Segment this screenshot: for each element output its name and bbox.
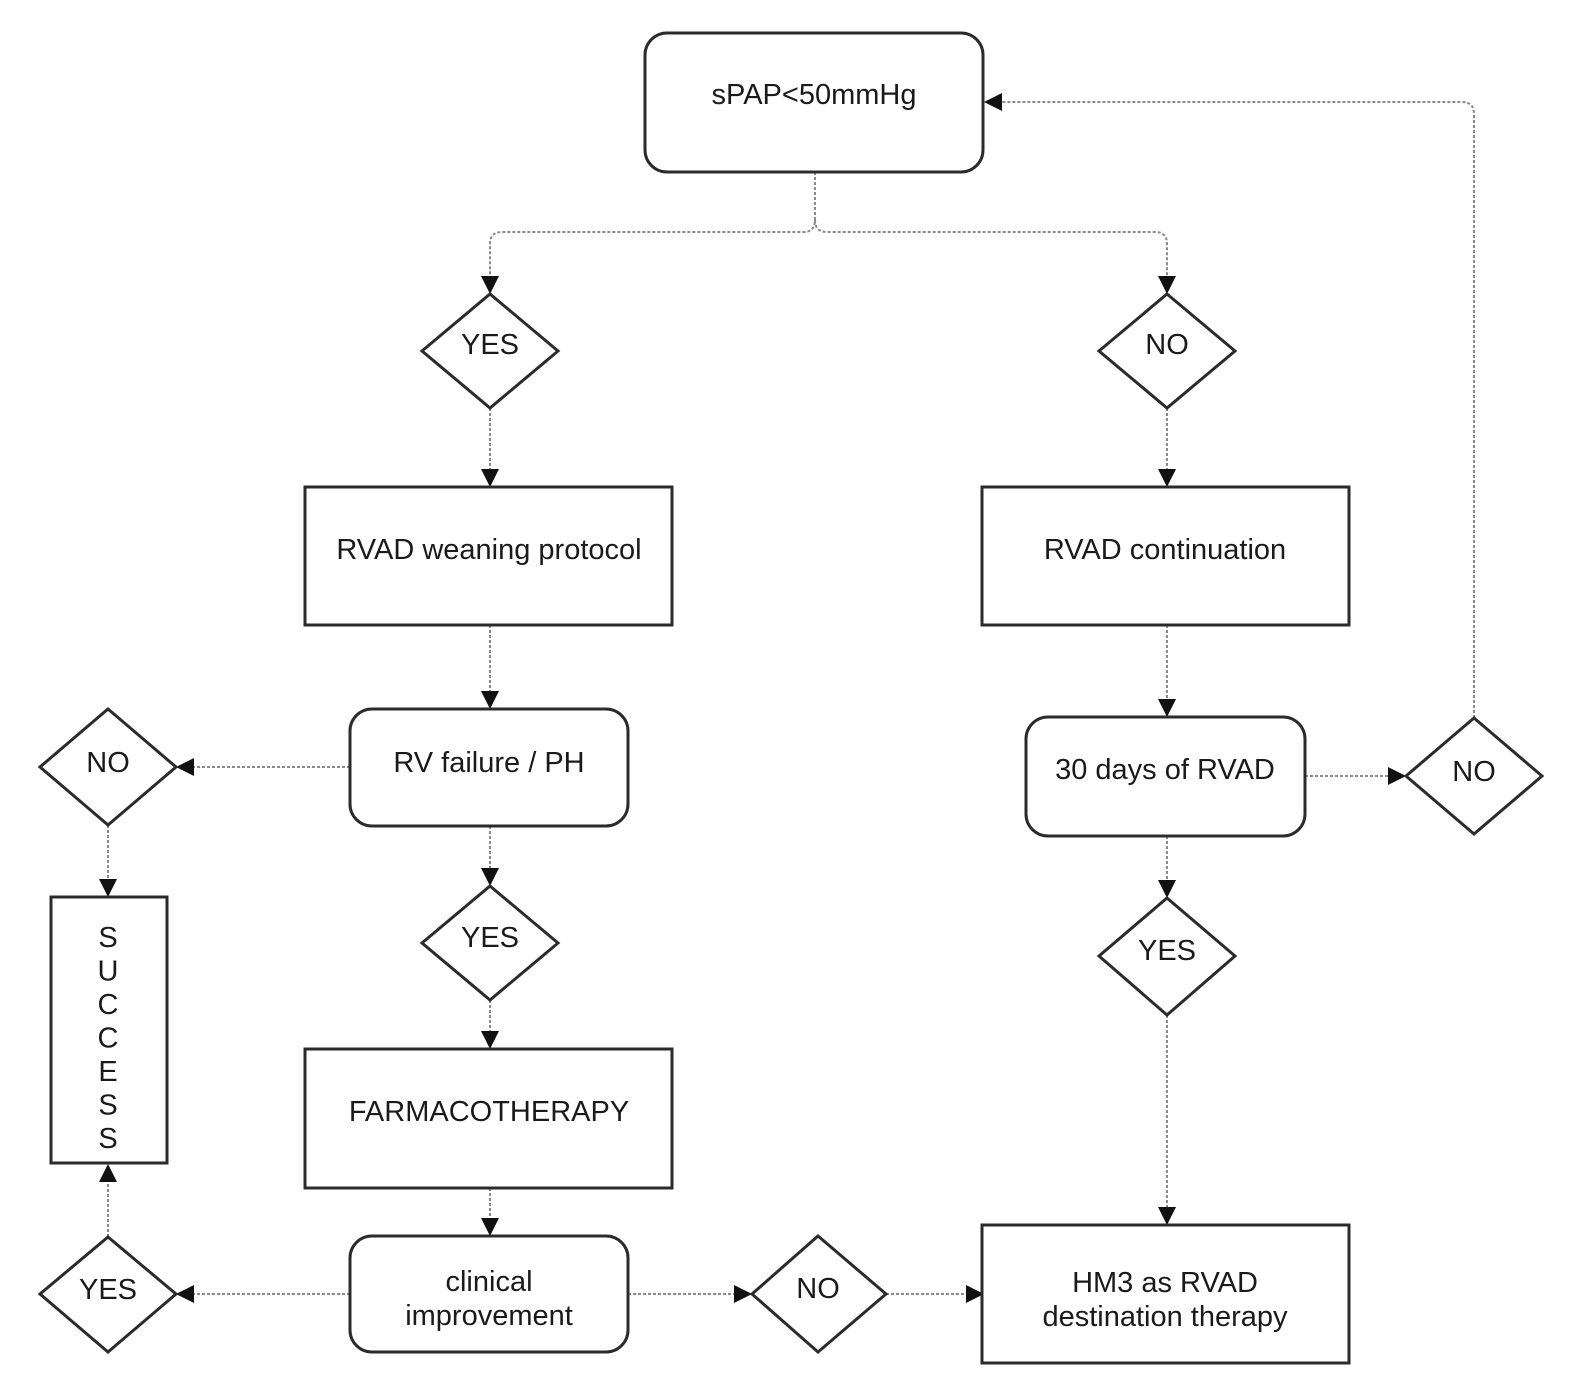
label-line: HM3 as RVAD bbox=[1072, 1267, 1258, 1299]
label-line: NO bbox=[1145, 329, 1189, 361]
label-line: S bbox=[98, 922, 117, 954]
label-line: improvement bbox=[405, 1300, 573, 1332]
node-weaning: RVAD weaning protocol bbox=[303, 485, 674, 627]
label-line: YES bbox=[461, 922, 519, 954]
arrowhead-to-continuation bbox=[1158, 469, 1176, 487]
node-no-left: NO bbox=[37, 707, 179, 827]
edge-spap-to-yes-top bbox=[489, 172, 816, 282]
node-rv-failure: RV failure / PH bbox=[348, 707, 630, 828]
arrowhead-to-yes-mid bbox=[481, 868, 499, 886]
node-no-bottom-text: NO bbox=[796, 1273, 840, 1305]
arrowhead-to-hm3-from-top bbox=[1158, 1207, 1176, 1225]
node-spap: sPAP<50mmHg bbox=[643, 31, 985, 174]
node-no-left-text: NO bbox=[86, 747, 130, 779]
arrowhead-to-days30 bbox=[1158, 699, 1176, 717]
node-yes-right-text: YES bbox=[1138, 935, 1196, 967]
node-continuation: RVAD continuation bbox=[980, 485, 1351, 627]
arrowhead-to-success-top bbox=[99, 879, 117, 897]
node-no-right-text: NO bbox=[1452, 756, 1496, 788]
label-line: 30 days of RVAD bbox=[1055, 754, 1275, 786]
arrowhead-to-yes-top bbox=[481, 276, 499, 294]
node-spap-text: sPAP<50mmHg bbox=[712, 79, 917, 111]
label-line: YES bbox=[461, 329, 519, 361]
arrowhead-to-no-right bbox=[1388, 767, 1406, 785]
edge-spap-to-no-top bbox=[814, 219, 1168, 282]
arrowheads bbox=[99, 93, 1406, 1303]
arrowhead-to-no-bottom bbox=[734, 1285, 752, 1303]
label-line: C bbox=[98, 989, 119, 1021]
node-yes-bottom-text: YES bbox=[79, 1274, 137, 1306]
label-line: E bbox=[98, 1056, 117, 1088]
arrowhead-to-no-top bbox=[1158, 276, 1176, 294]
node-continuation-text: RVAD continuation bbox=[1044, 534, 1286, 566]
node-yes-mid: YES bbox=[419, 884, 561, 1002]
label-line: FARMACOTHERAPY bbox=[349, 1096, 629, 1128]
label-line: S bbox=[98, 1090, 117, 1122]
label-line: U bbox=[98, 956, 119, 988]
arrowhead-to-rv-failure bbox=[481, 691, 499, 709]
label-line: RV failure / PH bbox=[393, 747, 584, 779]
node-yes-top-text: YES bbox=[461, 329, 519, 361]
node-farma: FARMACOTHERAPY bbox=[303, 1047, 674, 1190]
arrowhead-to-hm3-from-left bbox=[966, 1285, 984, 1303]
arrowhead-to-yes-bottom bbox=[176, 1285, 194, 1303]
node-rv-failure-text: RV failure / PH bbox=[393, 747, 584, 779]
label-line: RVAD weaning protocol bbox=[336, 534, 641, 566]
label-line: destination therapy bbox=[1042, 1301, 1288, 1333]
label-line: NO bbox=[796, 1273, 840, 1305]
arrowhead-to-clinical bbox=[481, 1218, 499, 1236]
arrowhead-to-spap bbox=[984, 93, 1002, 111]
node-yes-mid-text: YES bbox=[461, 922, 519, 954]
label-line: RVAD continuation bbox=[1044, 534, 1286, 566]
node-farma-text: FARMACOTHERAPY bbox=[349, 1096, 629, 1128]
node-days30-text: 30 days of RVAD bbox=[1055, 754, 1275, 786]
arrowhead-to-weaning bbox=[481, 469, 499, 487]
arrowhead-to-success-bottom bbox=[99, 1164, 117, 1182]
label-line: S bbox=[98, 1123, 117, 1155]
edges bbox=[107, 101, 1475, 1295]
node-days30: 30 days of RVAD bbox=[1024, 715, 1307, 838]
label-line: YES bbox=[1138, 935, 1196, 967]
node-yes-bottom: YES bbox=[37, 1235, 179, 1354]
node-no-right: NO bbox=[1403, 716, 1545, 836]
node-no-top-text: NO bbox=[1145, 329, 1189, 361]
arrowhead-to-yes-right bbox=[1158, 880, 1176, 898]
label-line: NO bbox=[86, 747, 130, 779]
node-no-bottom: NO bbox=[749, 1234, 889, 1354]
label-line: sPAP<50mmHg bbox=[712, 79, 917, 111]
arrowhead-to-farma bbox=[481, 1031, 499, 1049]
label-line: C bbox=[98, 1023, 119, 1055]
label-line: clinical bbox=[445, 1266, 532, 1298]
arrowhead-to-no-left bbox=[176, 758, 194, 776]
node-yes-right: YES bbox=[1096, 896, 1238, 1017]
node-yes-top: YES bbox=[419, 292, 561, 410]
node-weaning-text: RVAD weaning protocol bbox=[336, 534, 641, 566]
node-no-top: NO bbox=[1096, 292, 1238, 410]
label-line: YES bbox=[79, 1274, 137, 1306]
label-line: NO bbox=[1452, 756, 1496, 788]
